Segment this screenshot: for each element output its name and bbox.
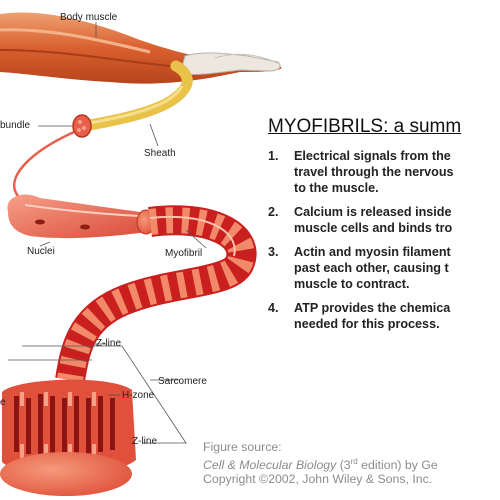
muscle-fiber-shape	[7, 194, 156, 239]
summary-item: 2. Calcium is released inside muscle cel…	[268, 204, 500, 236]
summary-list: 1. Electrical signals from the travel th…	[268, 148, 500, 340]
sarcomere-shape	[0, 379, 136, 496]
figure-source: Figure source: Cell & Molecular Biology …	[203, 440, 438, 487]
figure-source-heading: Figure source:	[203, 440, 282, 454]
summary-item-line: to the muscle.	[294, 181, 379, 195]
nucleus-shape	[35, 219, 45, 225]
edition-prefix: (3	[336, 457, 351, 472]
sarcomere-label: Sarcomere	[158, 376, 207, 387]
summary-item: 4. ATP provides the chemica needed for t…	[268, 300, 500, 332]
summary-item-number: 4.	[268, 301, 279, 315]
nuclei-label: Nuclei	[27, 246, 55, 257]
summary-item-line: past each other, causing t	[294, 261, 449, 275]
summary-item-number: 2.	[268, 205, 279, 219]
summary-item-line: travel through the nervous	[294, 165, 454, 179]
summary-item-number: 1.	[268, 149, 279, 163]
nucleus-shape	[80, 224, 90, 230]
summary-item-line: ATP provides the chemica	[294, 301, 451, 315]
summary-title: MYOFIBRILS: a summ	[268, 116, 462, 137]
summary-item-line: muscle to contract.	[294, 277, 410, 291]
h-zone-label: H-zone	[122, 390, 155, 401]
edition-suffix: edition) by Ge	[357, 457, 438, 472]
bundle-shape	[72, 114, 92, 138]
summary-item-line: needed for this process.	[294, 317, 440, 331]
copyright-text: Copyright ©2002, John Wiley & Sons, Inc.	[203, 472, 433, 487]
figure-source-citation: Cell & Molecular Biology (3rd edition) b…	[203, 455, 438, 473]
summary-item-line: Actin and myosin filament	[294, 245, 451, 259]
body-muscle-label: Body muscle	[60, 12, 118, 23]
sheath-shape	[78, 60, 193, 132]
sheath-label: Sheath	[144, 148, 176, 159]
edition-superscript: rd	[350, 456, 358, 466]
z-line-top-label: Z-line	[96, 338, 122, 349]
summary-item: 3. Actin and myosin filament past each o…	[268, 244, 500, 292]
bundle-label: bundle	[0, 120, 31, 131]
summary-item-number: 3.	[268, 245, 279, 259]
z-line-bottom-label: Z-line	[132, 436, 158, 447]
summary-item-line: Calcium is released inside	[294, 205, 452, 219]
summary-item-line: Electrical signals from the	[294, 149, 451, 163]
summary-item: 1. Electrical signals from the travel th…	[268, 148, 500, 196]
book-title: Cell & Molecular Biology	[203, 457, 337, 472]
body-muscle-shape	[0, 12, 282, 84]
e-label: e	[0, 397, 6, 408]
summary-item-line: muscle cells and binds tro	[294, 221, 453, 235]
myofibril-label: Myofibril	[165, 248, 203, 259]
myofibril-shape	[55, 205, 257, 383]
